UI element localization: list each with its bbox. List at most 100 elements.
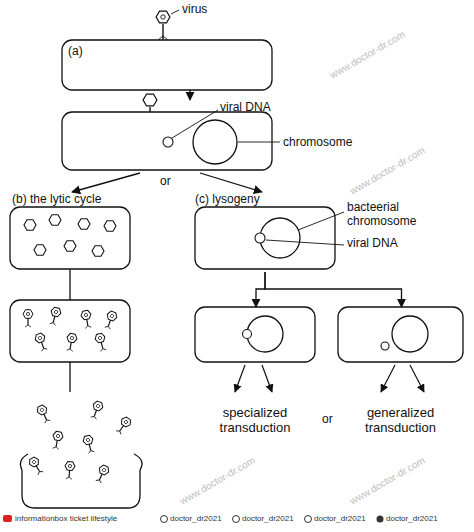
bacterium-cell <box>195 207 335 269</box>
part-label: chromosome <box>283 135 352 149</box>
virus-phage <box>162 24 163 40</box>
infected-cell: viral DNA chromosome <box>55 100 354 173</box>
phage-heads <box>34 245 46 255</box>
outcome-arrows <box>381 365 395 392</box>
annotation: virus <box>182 2 207 16</box>
node-label: specialized transduction <box>195 405 315 435</box>
bacterium-cell <box>338 307 463 362</box>
footer-credit: informationbox ticket lifestyle <box>15 514 117 524</box>
outcome-arrows <box>235 365 424 392</box>
outcome-arrows <box>262 365 272 392</box>
flow-arrow <box>200 173 262 192</box>
node-label: generalized transduction <box>338 405 463 435</box>
bacterium-cell <box>10 300 130 362</box>
injecting-phage <box>149 107 150 112</box>
watermark: www.doctor-dr.com <box>327 28 408 83</box>
assembled-phages <box>48 307 62 326</box>
assembled-phages <box>23 310 33 327</box>
footer-icons <box>161 516 168 523</box>
virus-phage <box>161 15 165 19</box>
flow-arrow <box>256 272 265 307</box>
released-phages <box>94 464 110 484</box>
lysogenic-cell: (c) lysogeny bacteerial chromosome viral D… <box>195 192 430 272</box>
part-label: bacteerial chromosome <box>347 200 427 228</box>
footer-credit: doctor_dr2021 <box>242 514 294 524</box>
footer-icons <box>3 515 12 522</box>
stage-line <box>69 269 70 300</box>
footer-icons <box>233 516 240 523</box>
injecting-phage <box>143 94 157 106</box>
phage-heads <box>49 215 61 225</box>
node-label: viral DNA <box>220 100 271 114</box>
flow-arrow <box>265 272 402 307</box>
released-phages <box>82 435 96 454</box>
viral-dna <box>243 330 252 339</box>
bacterium-cell <box>10 207 130 269</box>
bacterium-cell <box>195 307 315 362</box>
chromosome-circle <box>193 120 237 164</box>
footer-icons <box>305 516 312 523</box>
phage-heads <box>104 221 116 231</box>
virus-phage <box>156 10 179 40</box>
assembled-phages <box>23 307 118 352</box>
phage-heads <box>78 219 90 229</box>
outcome-arrows <box>410 365 424 392</box>
transduction-cell: generalized transduction <box>338 307 465 450</box>
leader-lines <box>172 110 344 245</box>
bacterium-cell <box>62 112 272 170</box>
node-label: (a) <box>68 44 83 58</box>
cell-outlines <box>10 40 463 508</box>
virus-phage <box>156 11 170 23</box>
phage-heads <box>92 246 104 256</box>
watermark: www.doctor-dr.com <box>177 454 258 509</box>
leader-lines <box>172 110 218 138</box>
assembled-phages <box>65 333 78 352</box>
watermark: www.doctor-dr.com <box>347 144 428 199</box>
flow-arrow <box>72 173 140 192</box>
flow-arrow <box>189 90 190 100</box>
viral-dna <box>255 233 265 243</box>
injecting-phage <box>143 94 157 112</box>
stage-line <box>69 362 70 392</box>
assembled-phages <box>80 310 93 329</box>
footer-icons <box>377 516 384 523</box>
released-phages <box>51 431 64 450</box>
leader-line <box>171 10 179 14</box>
phage-heads <box>24 215 116 256</box>
leader-lines <box>238 142 280 143</box>
footer-credit: doctor_dr2021 <box>386 514 438 524</box>
viral-dna <box>381 342 389 350</box>
released-phages <box>114 416 132 436</box>
bacterium-cell <box>62 40 272 90</box>
released-phages <box>89 400 104 420</box>
annotation: or <box>322 412 333 426</box>
assembled-phages <box>103 310 118 330</box>
released-phages <box>64 461 75 479</box>
footer-credit: doctor_dr2021 <box>170 514 222 524</box>
phage-heads <box>24 220 36 230</box>
bacterial-chromosome-circle <box>260 218 300 258</box>
node-label: (b) the lytic cycle <box>12 192 101 206</box>
part-label: viral DNA <box>347 236 398 250</box>
phage-heads <box>64 241 76 251</box>
transduction-cell: specialized transduction <box>195 307 317 450</box>
lytic-cell: (b) the lytic cycle <box>10 192 135 272</box>
outcome-arrows <box>235 365 245 392</box>
node-label: (c) lysogeny <box>195 192 260 206</box>
chromosome-circle <box>247 316 283 352</box>
virus-phage <box>158 36 168 40</box>
assembled-phages <box>34 332 49 352</box>
leader-lines <box>298 212 344 230</box>
footer-credit: doctor_dr2021 <box>314 514 366 524</box>
released-phages <box>28 456 45 476</box>
chromosome-circle <box>392 316 428 352</box>
viral-dna <box>163 137 173 147</box>
burst-cell <box>20 454 142 508</box>
released-phages <box>36 404 52 424</box>
assembled-phages <box>94 333 108 352</box>
annotation: or <box>160 174 171 188</box>
bacterium-cell: (a) <box>62 40 272 90</box>
